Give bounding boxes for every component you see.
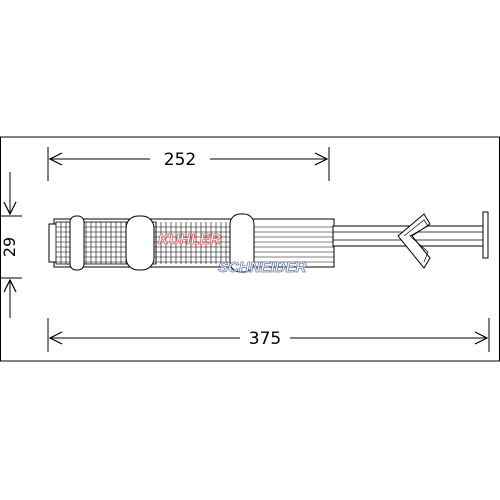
dimension-top-label: 252: [164, 150, 196, 170]
dryer-body: [48, 213, 335, 273]
dimension-diameter: 29: [0, 172, 22, 318]
dryer-fitting: [397, 213, 431, 269]
dryer-right-cap: [229, 213, 255, 273]
dimension-bottom-label: 375: [249, 329, 281, 349]
watermark-logo: KUHLER SCHNEIDER: [158, 231, 307, 277]
watermark-line2: SCHNEIDER: [218, 259, 307, 276]
dryer-middle-cap: [125, 215, 155, 271]
dimension-diameter-label: 29: [0, 237, 19, 257]
dimension-top: 252: [47, 147, 330, 181]
watermark-line1: KUHLER: [158, 231, 221, 248]
dryer-left-cap: [69, 215, 85, 271]
dimension-bottom: 375: [47, 318, 490, 352]
